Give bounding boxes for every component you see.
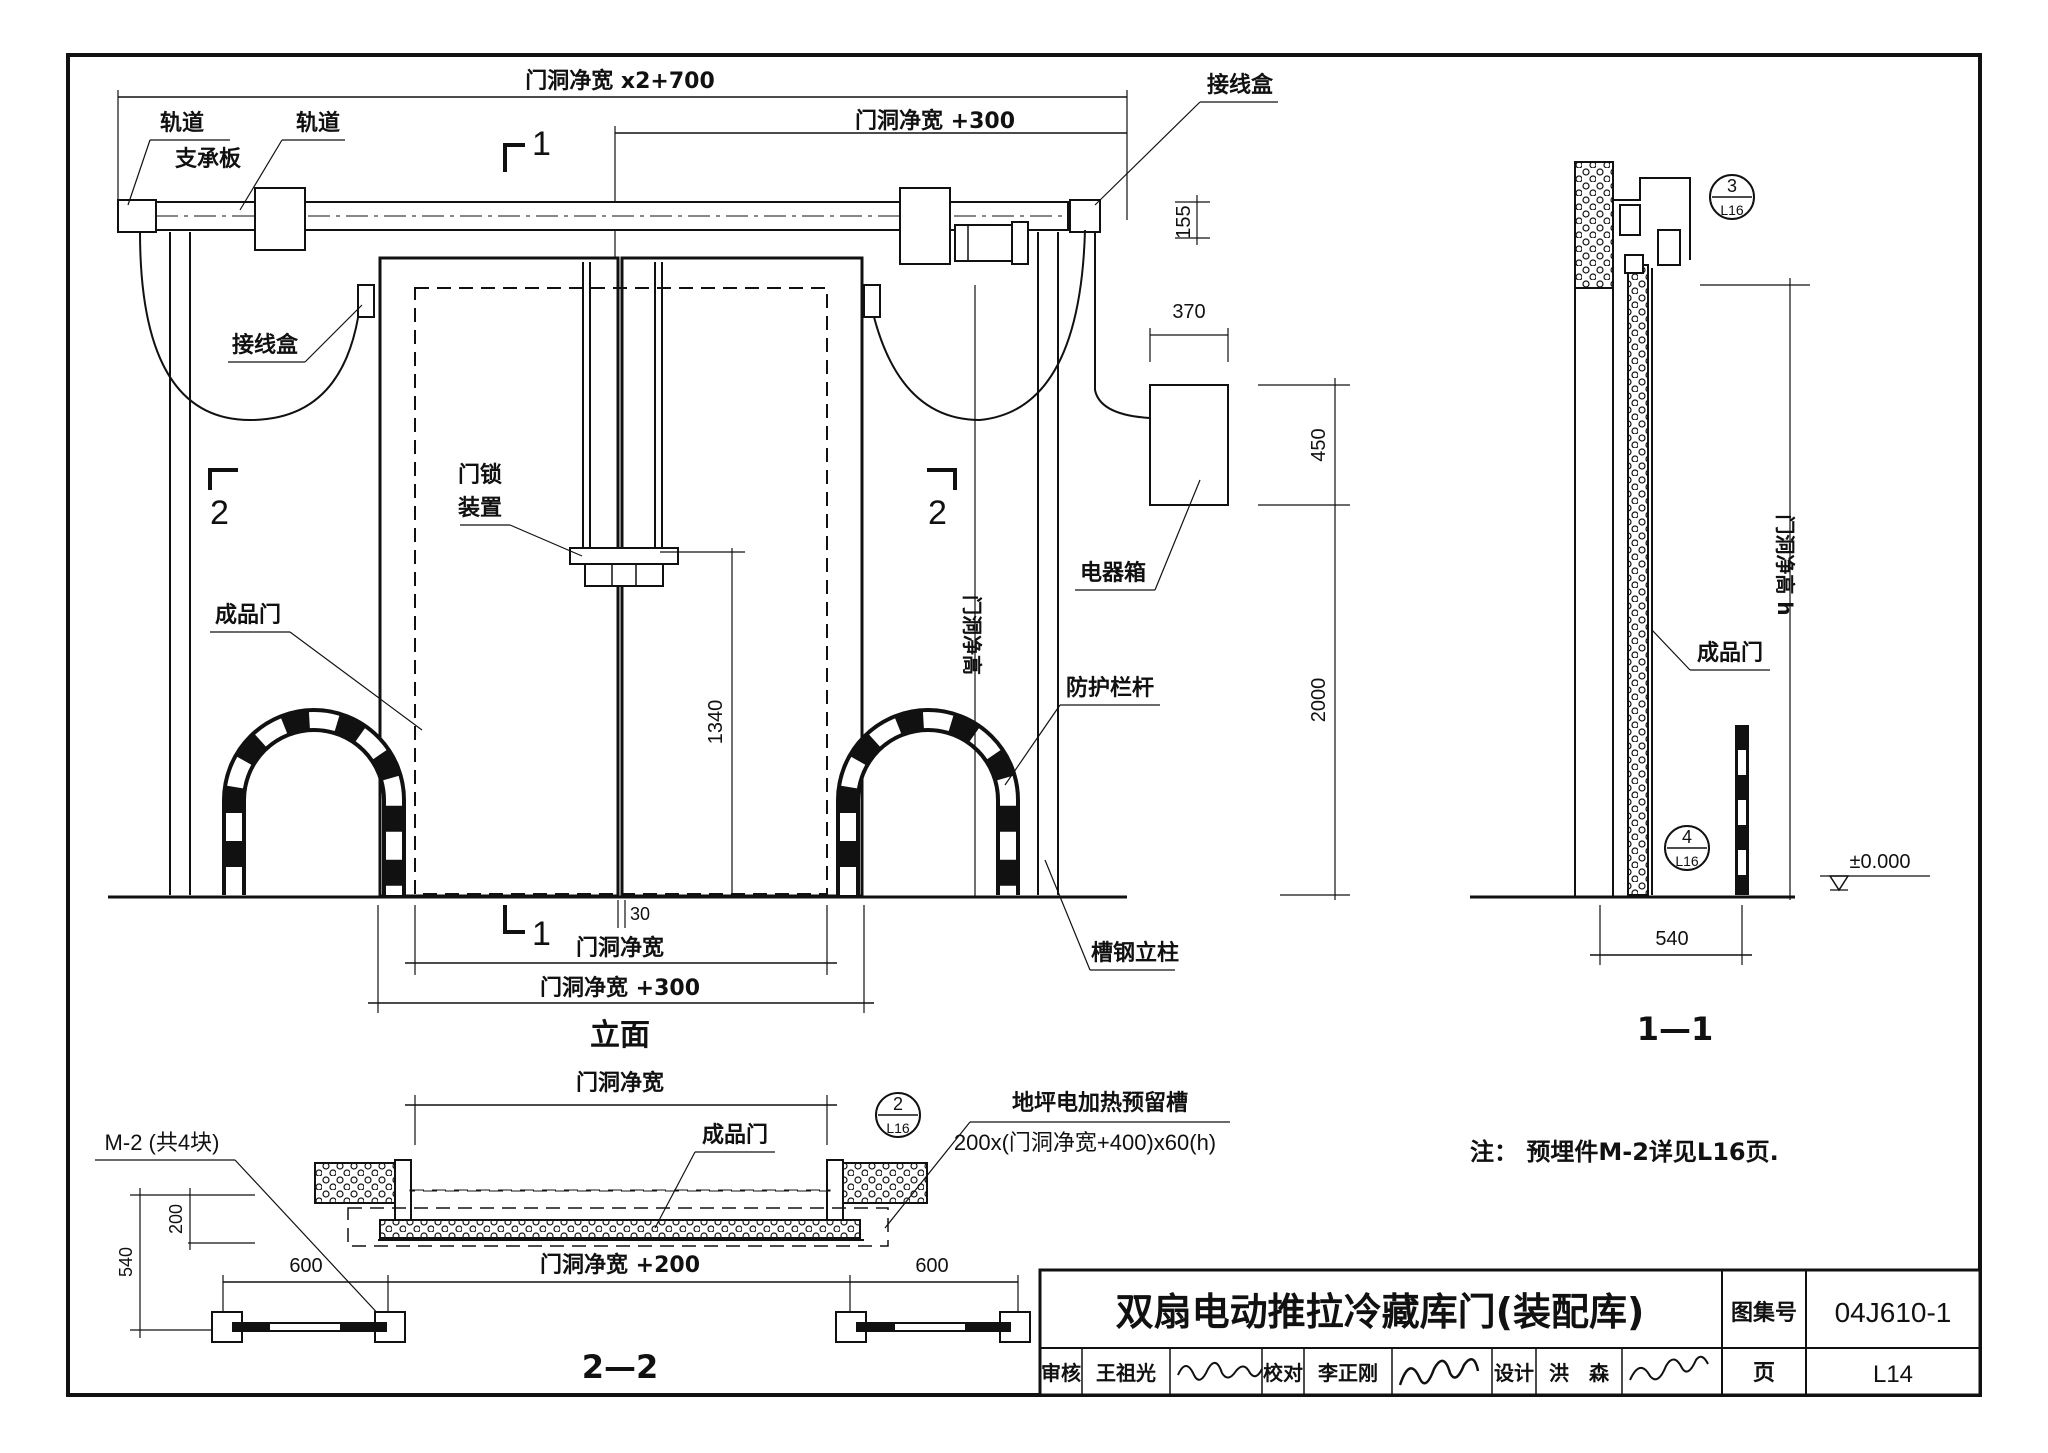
electrical-box (1149, 384, 1229, 506)
guard-rail-right (836, 708, 1020, 895)
checker-name: 李正刚 (1317, 1361, 1378, 1385)
elevation-view: 门洞净宽 x2+700 门洞净宽 +300 1 155 (108, 68, 1350, 1053)
check-label: 校对 (1263, 1361, 1303, 1385)
label-opening-height-h: 门洞净高 h (1773, 514, 1797, 615)
dim-600-right: 600 (915, 1255, 948, 1277)
overall-width-dim: 门洞净宽 x2+700 (525, 68, 715, 94)
wall-left-2-2 (314, 1162, 406, 1204)
elevation-title: 立面 (590, 1018, 650, 1053)
section-mark-1-bottom: 1 (532, 915, 551, 953)
sheet-border (66, 53, 1982, 1397)
section-2-2-title: 2—2 (582, 1348, 659, 1386)
detail-2-ref: L16 (886, 1120, 910, 1136)
detail-2-number: 2 (893, 1094, 903, 1114)
label-trench-size: 200x(门洞净宽+400)x60(h) (954, 1130, 1216, 1155)
guard-rail-left (222, 708, 406, 895)
level-zero: ±0.000 (1849, 851, 1910, 873)
trolley-left (254, 187, 306, 251)
trolley-right (899, 187, 951, 265)
title-block: 双扇电动推拉冷藏库门(装配库) 图集号 04J610-1 页 L14 审核 王祖… (1038, 1268, 1982, 1397)
dim-450: 450 (1308, 428, 1330, 461)
checker-signature (1398, 1358, 1480, 1386)
top-right-width-dim: 门洞净宽 +300 (855, 108, 1015, 134)
section-2-2-top-width: 门洞净宽 (576, 1070, 664, 1096)
detail-4-number: 4 (1682, 827, 1692, 847)
track-end-left (117, 199, 157, 233)
door-leaf-2-2 (379, 1219, 861, 1239)
label-channel-column: 槽钢立柱 (1091, 940, 1179, 966)
label-finished-door-section: 成品门 (1697, 640, 1763, 666)
dim-600-left: 600 (289, 1255, 322, 1277)
door-leaf-left (378, 256, 620, 898)
opening-height-label: 门洞净高 (960, 595, 984, 675)
designer-name: 洪 森 (1549, 1361, 1610, 1385)
section-1-1-title: 1—1 (1637, 1010, 1714, 1048)
label-door-lock-2: 装置 (458, 496, 502, 521)
door-section (1627, 264, 1649, 896)
dim-540-2-2: 540 (116, 1247, 136, 1277)
detail-4-ref: L16 (1675, 853, 1699, 869)
review-label: 审核 (1041, 1361, 1081, 1385)
bottom-width-1: 门洞净宽 (576, 935, 664, 961)
atlas-number: 04J610-1 (1835, 1297, 1952, 1328)
section-mark-2-right: 2 (928, 494, 947, 532)
embedded-plate-group-right (835, 1311, 1031, 1343)
design-label: 设计 (1494, 1361, 1534, 1385)
detail-3-ref: L16 (1720, 202, 1744, 218)
door-lock-device (569, 547, 679, 565)
label-track: 轨道 (296, 110, 340, 136)
label-trench: 地坪电加热预留槽 (1012, 1090, 1188, 1116)
detail-3-number: 3 (1727, 176, 1737, 196)
section-2-2-view: 门洞净宽 2 L16 成品门 地坪电加热预留槽 200x(门洞净宽+400)x6… (95, 1070, 1230, 1386)
label-junction-box-top: 接线盒 (1207, 72, 1274, 98)
reviewer-signature (1177, 1362, 1263, 1381)
label-guard-rail: 防护栏杆 (1066, 675, 1154, 701)
drawing-title: 双扇电动推拉冷藏库门(装配库) (1116, 1290, 1645, 1334)
junction-box-right (863, 284, 881, 318)
mid-width-dim: 门洞净宽 +200 (540, 1252, 700, 1278)
note-text: 注： 预埋件M-2详见L16页. (1470, 1138, 1779, 1166)
door-opening-dashed (414, 287, 828, 895)
dim-2000: 2000 (1308, 678, 1330, 723)
label-finished-door-elev: 成品门 (215, 602, 281, 628)
track-end-right (1069, 199, 1101, 233)
junction-box-left (357, 284, 375, 318)
section-mark-2-left: 2 (210, 494, 229, 532)
dim-540-section: 540 (1655, 928, 1688, 950)
page-label: 页 (1753, 1361, 1775, 1386)
section-mark-1-top: 1 (532, 125, 551, 163)
label-track-1: 轨道 (160, 110, 204, 136)
label-track-support: 支承板 (175, 147, 242, 172)
label-electrical-box: 电器箱 (1080, 560, 1146, 586)
section-1-1-view: 3 L16 4 L16 门洞净高 h ±0.000 成品门 540 1—1 (1470, 161, 1930, 1048)
label-finished-door-2-2: 成品门 (702, 1122, 768, 1148)
label-junction-box-left: 接线盒 (232, 332, 299, 358)
motor (954, 224, 1016, 262)
dim-1340: 1340 (705, 700, 727, 745)
atlas-label: 图集号 (1731, 1300, 1797, 1326)
page-number: L14 (1873, 1361, 1913, 1388)
label-embedded-part: M-2 (共4块) (105, 1130, 220, 1155)
dim-370: 370 (1172, 301, 1205, 323)
designer-signature (1629, 1355, 1709, 1381)
wall-panel-section (1574, 161, 1614, 289)
dim-200: 200 (166, 1204, 186, 1234)
label-door-lock-1: 门锁 (458, 462, 502, 488)
dim-155: 155 (1173, 205, 1195, 238)
reviewer-name: 王祖光 (1096, 1361, 1156, 1385)
dim-30: 30 (630, 904, 650, 924)
embedded-plate-group-left (211, 1311, 406, 1343)
bottom-width-2: 门洞净宽 +300 (540, 975, 700, 1001)
